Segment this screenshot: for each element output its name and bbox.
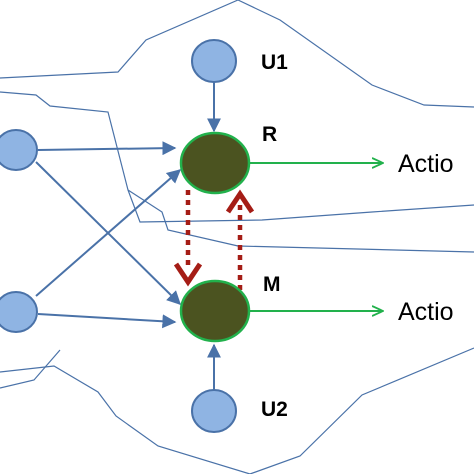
core-node-m (179, 279, 251, 343)
dashed-arrow-m-to-r-head (225, 189, 255, 214)
input-node-u2 (191, 389, 237, 433)
arrow-left-bottom-to-r (35, 169, 182, 297)
input-node-u1 (191, 39, 237, 83)
input-node-left-bottom (0, 291, 38, 333)
label-r: R (262, 123, 277, 146)
body-outline-bottom (0, 347, 474, 474)
input-node-left-top (0, 129, 38, 171)
label-m: M (263, 273, 281, 296)
label-action-r: Actio (398, 150, 454, 178)
arrow-left-top-to-r (37, 141, 177, 156)
body-outline-lower-left (0, 349, 61, 389)
label-u1: U1 (261, 51, 288, 74)
body-outline-inner-middle (127, 189, 474, 223)
arrow-left-bottom-to-m (37, 313, 177, 329)
label-u2: U2 (261, 398, 288, 421)
core-node-r (179, 131, 251, 195)
body-outline-top (0, 0, 474, 108)
dashed-arrow-r-to-m-head (173, 262, 203, 287)
label-action-m: Actio (398, 298, 454, 326)
